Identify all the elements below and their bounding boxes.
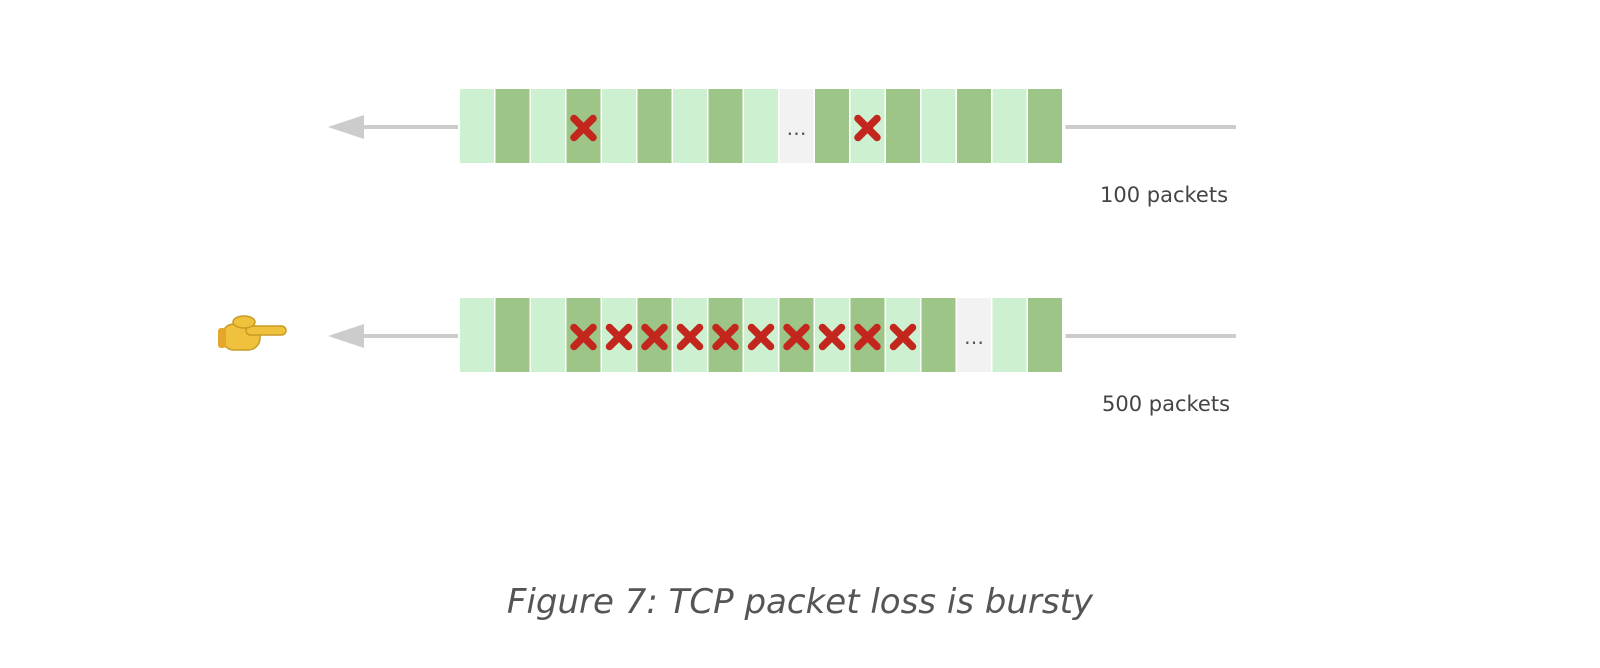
packet: [921, 89, 956, 163]
packet: [495, 89, 530, 163]
x-mark-icon: [854, 114, 881, 142]
lost-packet: [566, 89, 601, 163]
packet: [673, 89, 707, 163]
stream-label-500-packets: 500 packets: [1102, 392, 1231, 416]
packet: [992, 298, 1027, 372]
x-mark-icon: [605, 323, 633, 351]
packet: [460, 89, 494, 163]
ellipsis-text: …: [964, 325, 984, 349]
lost-packet: [779, 298, 814, 372]
x-mark-icon: [818, 323, 846, 351]
x-mark-icon: [641, 323, 668, 351]
x-mark-icon: [712, 323, 739, 351]
packet: [602, 89, 636, 163]
packet: [708, 89, 743, 163]
x-mark-icon: [747, 323, 775, 351]
ellipsis-text: …: [787, 116, 807, 140]
packet: [992, 89, 1027, 163]
packet-stream-100: …: [328, 89, 1236, 163]
x-mark-icon: [854, 323, 881, 351]
lost-packet: [708, 298, 743, 372]
packet: [815, 89, 849, 163]
x-mark-icon: [889, 323, 917, 351]
packet: [460, 298, 494, 372]
x-mark-icon: [676, 323, 704, 351]
x-mark-icon: [570, 114, 597, 142]
left-arrow-icon: [328, 115, 458, 139]
lost-packet: [602, 298, 636, 372]
pointing-hand-icon: [218, 315, 287, 351]
x-mark-icon: [570, 323, 597, 351]
packet: [1028, 298, 1062, 372]
x-mark-icon: [783, 323, 810, 351]
lost-packet: [850, 89, 885, 163]
packet: [957, 89, 991, 163]
lost-packet: [566, 298, 601, 372]
lost-packet: [850, 298, 885, 372]
packet: [1028, 89, 1062, 163]
stream-label-100-packets: 100 packets: [1100, 183, 1229, 207]
packet: [531, 89, 565, 163]
lost-packet: [744, 298, 778, 372]
packet: [495, 298, 530, 372]
packet: [921, 298, 956, 372]
left-arrow-icon: [328, 324, 458, 348]
lost-packet: [673, 298, 707, 372]
packet-gap: …: [957, 298, 991, 372]
packet: [886, 89, 920, 163]
lost-packet: [886, 298, 920, 372]
lost-packet: [815, 298, 849, 372]
figure-caption: Figure 7: TCP packet loss is bursty: [506, 582, 1094, 622]
packet: [531, 298, 565, 372]
lost-packet: [637, 298, 672, 372]
packet: [637, 89, 672, 163]
packet: [744, 89, 778, 163]
packet-gap: …: [779, 89, 814, 163]
packet-stream-500: …: [218, 298, 1236, 372]
